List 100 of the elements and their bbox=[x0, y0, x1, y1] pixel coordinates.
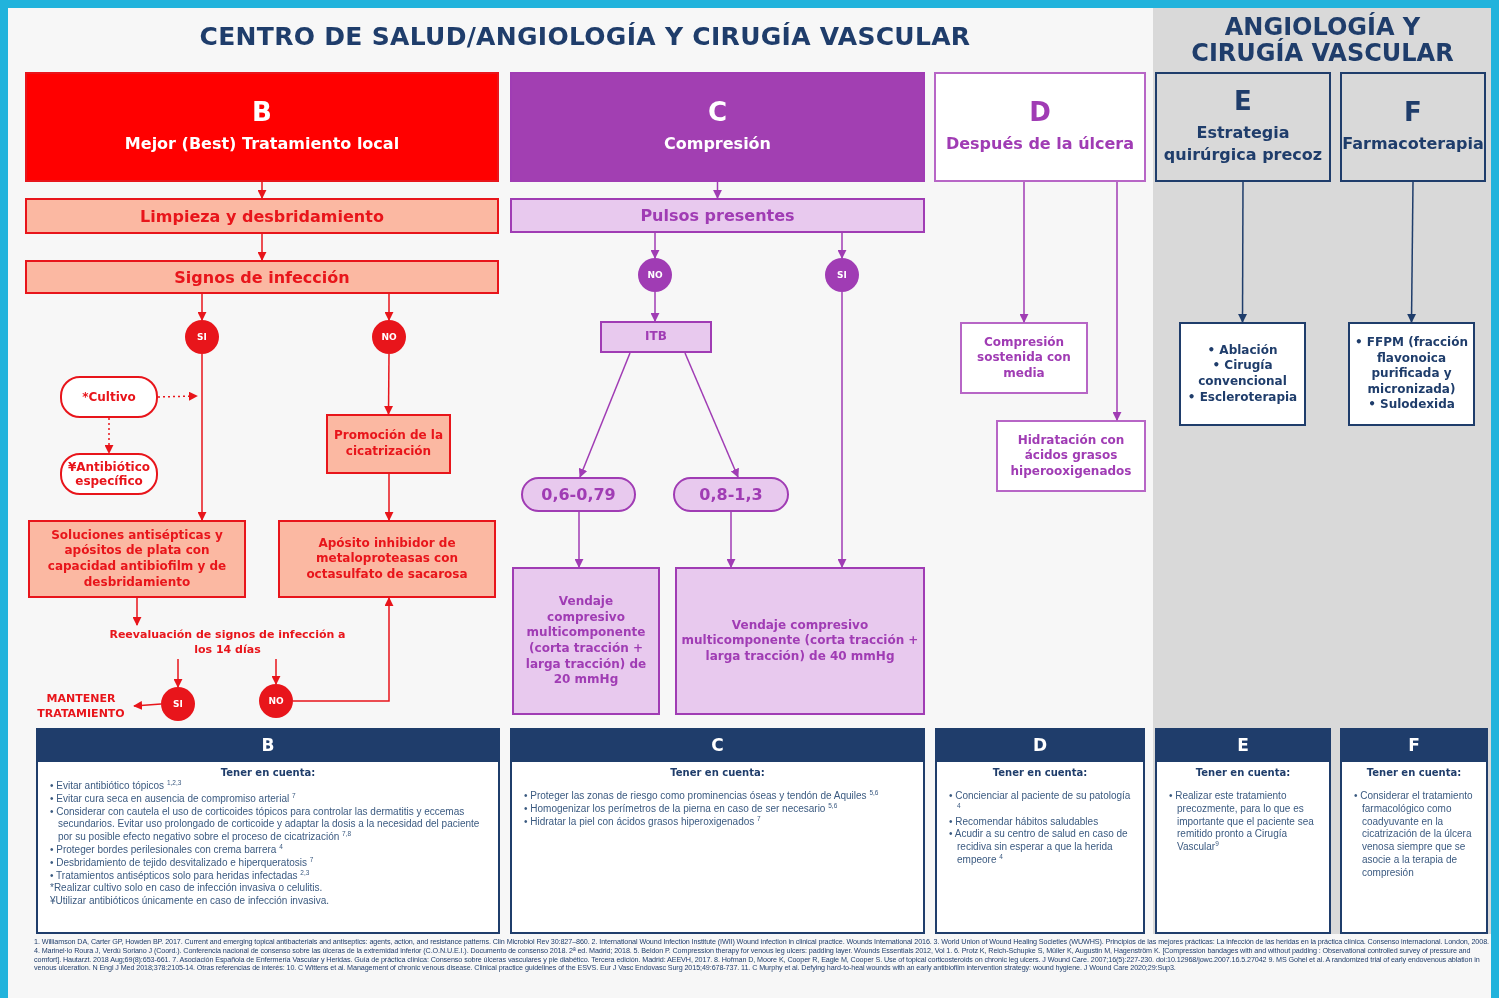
note-item: *Realizar cultivo solo en caso de infección invasiva o celulitis. bbox=[49, 882, 324, 896]
section-header bbox=[510, 72, 925, 182]
decision-circle bbox=[372, 320, 406, 354]
section-letter: D bbox=[1032, 735, 1048, 755]
box-text: Limpieza y desbridamiento bbox=[140, 206, 384, 226]
flow-text: MANTENER TRATAMIENTO bbox=[36, 690, 126, 722]
arrow bbox=[157, 391, 198, 401]
section-panel bbox=[1153, 8, 1491, 934]
section-letter: D bbox=[1029, 99, 1051, 126]
section-letter: E bbox=[1237, 735, 1249, 755]
process-box bbox=[960, 322, 1088, 394]
arrow bbox=[837, 232, 847, 259]
arrow bbox=[271, 658, 281, 685]
box-text: • FFPM (fracción flavonoica purificada y micronizada) bbox=[1354, 335, 1469, 398]
box-text: 0,6-0,79 bbox=[541, 485, 616, 504]
section-title: Después de la úlcera bbox=[945, 133, 1135, 155]
box-text: ¥Antibiótico específico bbox=[66, 460, 152, 488]
arrow bbox=[726, 511, 736, 568]
note-item: • Evitar antibiótico tópicos $^{1,2,3}$ bbox=[49, 780, 183, 793]
list-box bbox=[1179, 322, 1306, 426]
arrow bbox=[384, 293, 394, 321]
step-bar bbox=[25, 260, 499, 294]
note-card bbox=[1340, 728, 1488, 934]
decision-circle bbox=[161, 687, 195, 721]
process-box bbox=[278, 520, 496, 598]
flow-text: Reevaluación de signos de infección a los 14 días bbox=[108, 626, 347, 658]
box-text: Promoción de la cicatrización bbox=[333, 428, 444, 460]
arrow bbox=[837, 291, 847, 568]
note-item: • Considerar con cautela el uso de corticoides tópicos para controlar las dermatitis y eccemas secundarios. Evitar uso prolongado de corticoide y adaptar la dosis a la necesidad del paciente por su posible efecto negativo sobre el proceso de cicatrización $^{7,8}$ bbox=[49, 805, 481, 844]
arrow bbox=[132, 597, 142, 626]
note-item: ¥Utilizar antibióticos únicamente en caso de infección invasiva. bbox=[49, 895, 331, 908]
range-pill bbox=[673, 477, 789, 512]
arrow bbox=[133, 700, 162, 710]
step-bar bbox=[510, 198, 925, 233]
decision-label: NO bbox=[647, 270, 663, 280]
note-heading: Tener en cuenta: bbox=[219, 767, 317, 778]
decision-circle bbox=[259, 684, 293, 718]
box-text: Apósito inhibidor de metaloproteasas con octasulfato de sacarosa bbox=[305, 535, 469, 583]
note-item: • Tratamientos antisépticos solo para heridas infectadas $^{2,3}$ bbox=[49, 869, 311, 883]
note-heading: Tener en cuenta: bbox=[669, 767, 766, 778]
rounded-box bbox=[60, 376, 158, 418]
range-pill bbox=[521, 477, 636, 512]
arrow bbox=[1019, 181, 1029, 323]
note-card bbox=[36, 728, 500, 934]
note-card bbox=[1155, 728, 1331, 934]
process-box bbox=[28, 520, 246, 598]
section-title: Compresión bbox=[664, 133, 771, 155]
list-box bbox=[1348, 322, 1475, 426]
decision-label: SI bbox=[173, 699, 183, 709]
box-text: • Sulodexida bbox=[1368, 397, 1455, 413]
decision-circle bbox=[825, 258, 859, 292]
process-box bbox=[326, 414, 451, 474]
box-text: Vendaje compresivo multicomponente (corta tracción + larga tracción) de 40 mmHg bbox=[681, 617, 919, 665]
section-header bbox=[1340, 72, 1486, 182]
panel-heading: ANGIOLOGÍA Y CIRUGÍA VASCULAR bbox=[1190, 14, 1455, 67]
arrow bbox=[292, 597, 394, 702]
note-item: • Recomendar hábitos saludables bbox=[948, 815, 1100, 829]
decision-label: SI bbox=[197, 332, 207, 342]
section-letter: C bbox=[711, 735, 724, 755]
arrow bbox=[197, 293, 207, 321]
section-title: Mejor (Best) Tratamiento local bbox=[124, 133, 400, 155]
note-item: • Proteger las zonas de riesgo como prominencias óseas y tendón de Aquiles $^{5,6}$ bbox=[523, 790, 880, 803]
arrow bbox=[1238, 181, 1248, 323]
note-item: • Acudir a su centro de salud en caso de recidiva sin esperar a que la herida empeore $^{4}$ bbox=[948, 828, 1129, 867]
box-text: • Ablación bbox=[1207, 342, 1278, 359]
arrow bbox=[650, 291, 660, 322]
decision-label: NO bbox=[268, 696, 284, 706]
box-text: Hidratación con ácidos grasos hiperooxigenados bbox=[1009, 432, 1133, 480]
arrow bbox=[578, 352, 631, 478]
note-item: • Hidratar la piel con ácidos grasos hiperoxigenados $^{7}$ bbox=[523, 815, 762, 829]
step-bar bbox=[25, 198, 499, 234]
decision-circle bbox=[638, 258, 672, 292]
section-letter: C bbox=[707, 99, 728, 126]
box-text: Pulsos presentes bbox=[640, 206, 795, 225]
rounded-box bbox=[60, 453, 158, 495]
box-text: • Escleroterapia bbox=[1187, 389, 1298, 406]
process-box bbox=[600, 321, 712, 353]
section-title: Farmacoterapia bbox=[1342, 133, 1484, 155]
process-box bbox=[675, 567, 925, 715]
title: CENTRO DE SALUD/ANGIOLOGÍA Y CIRUGÍA VASCULAR bbox=[198, 22, 972, 51]
decision-circle bbox=[185, 320, 219, 354]
arrow bbox=[384, 473, 394, 521]
box-text: Vendaje compresivo multicomponente (corta tracción + larga tracción) de 20 mmHg bbox=[524, 594, 648, 688]
box-text: • Cirugía convencional bbox=[1197, 358, 1288, 390]
note-heading: Tener en cuenta: bbox=[1194, 767, 1292, 778]
arrow bbox=[104, 417, 114, 454]
section-title: Estrategia quirúrgica precoz bbox=[1162, 122, 1324, 166]
note-card bbox=[935, 728, 1145, 934]
arrow bbox=[650, 232, 660, 259]
decision-label: SI bbox=[837, 270, 847, 280]
arrow bbox=[173, 658, 183, 688]
section-letter: F bbox=[1404, 99, 1422, 126]
section-letter: F bbox=[1408, 735, 1420, 755]
arrow bbox=[384, 353, 394, 415]
arrow bbox=[684, 352, 739, 478]
arrow bbox=[257, 233, 267, 261]
note-item: • Considerar el tratamiento farmacológico como coadyuvante en la cicatrización de la úlcera venosa siempre que se asocie a la terapia de compresión bbox=[1353, 790, 1474, 880]
box-text: *Cultivo bbox=[82, 390, 136, 404]
process-box bbox=[512, 567, 660, 715]
note-item: • Homogenizar los perímetros de la pierna en caso de ser necesario $^{5,6}$ bbox=[523, 802, 839, 816]
